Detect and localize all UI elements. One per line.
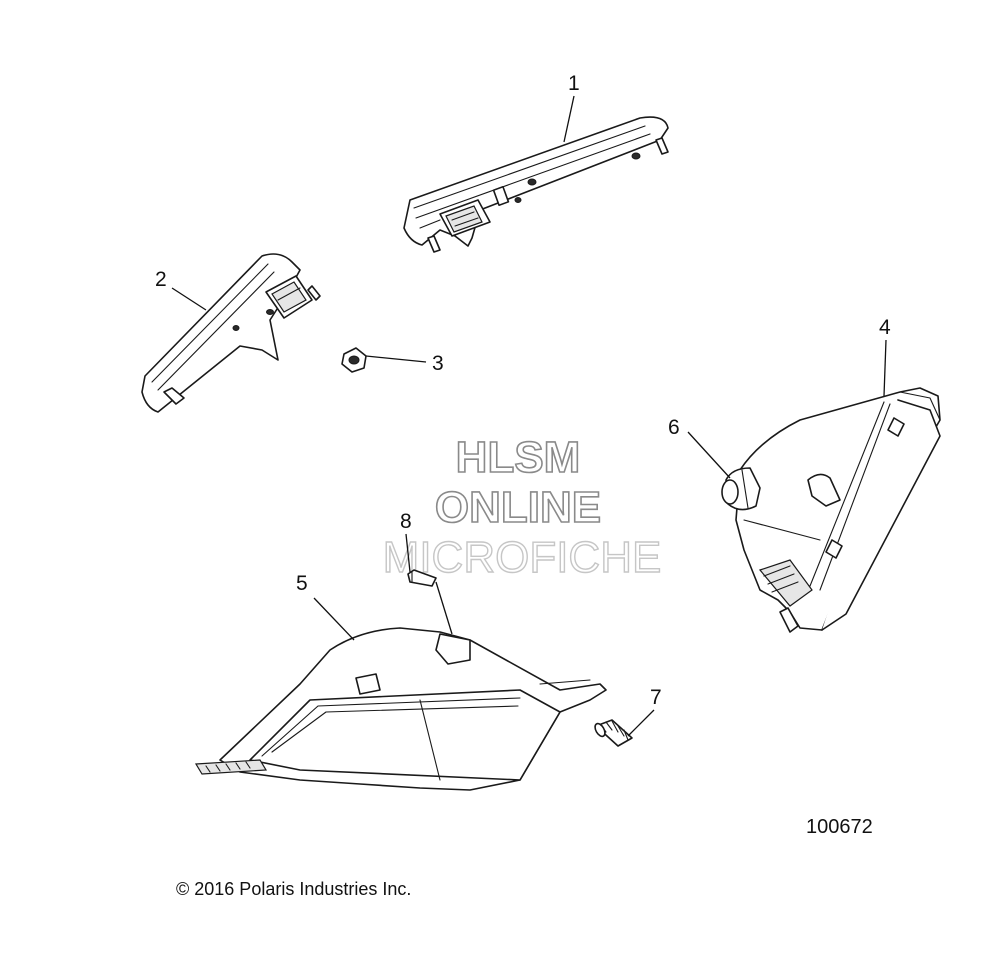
watermark-line-2: ONLINE (435, 483, 601, 532)
part-8-screw[interactable] (407, 569, 437, 587)
callout-1: 1 (568, 72, 580, 95)
leader-1 (563, 95, 575, 143)
callout-5: 5 (296, 572, 308, 595)
callouts: 1 2 3 4 5 6 7 8 (155, 72, 891, 737)
part-1-tail-light-right[interactable] (403, 116, 669, 253)
part-6-bulb-socket[interactable] (721, 467, 761, 511)
callout-8: 8 (400, 510, 412, 533)
leader-5 (313, 597, 355, 641)
leader-6 (687, 431, 731, 479)
watermark: HLSM ONLINE MICROFICHE (382, 432, 662, 583)
callout-6: 6 (668, 416, 680, 439)
leader-3 (365, 355, 427, 363)
part-3-nut[interactable] (341, 347, 367, 373)
watermark-line-3: MICROFICHE (383, 533, 662, 582)
figure-number: 100672 (806, 816, 873, 838)
part-5-headlight-left[interactable] (194, 627, 607, 791)
leader-8b (435, 581, 453, 635)
callout-2: 2 (155, 268, 167, 291)
leader-8 (405, 533, 411, 573)
leader-2 (171, 287, 207, 311)
leader-7 (627, 709, 655, 737)
callout-3: 3 (432, 352, 444, 375)
copyright-notice: © 2016 Polaris Industries Inc. (176, 879, 411, 899)
part-2-tail-light-left[interactable] (141, 253, 321, 413)
part-7-spring[interactable] (593, 719, 633, 747)
part-4-headlight-right[interactable] (735, 387, 941, 633)
callout-4: 4 (879, 316, 891, 339)
watermark-line-1: HLSM (456, 433, 581, 482)
leader-4 (883, 339, 887, 397)
callout-7: 7 (650, 686, 662, 709)
